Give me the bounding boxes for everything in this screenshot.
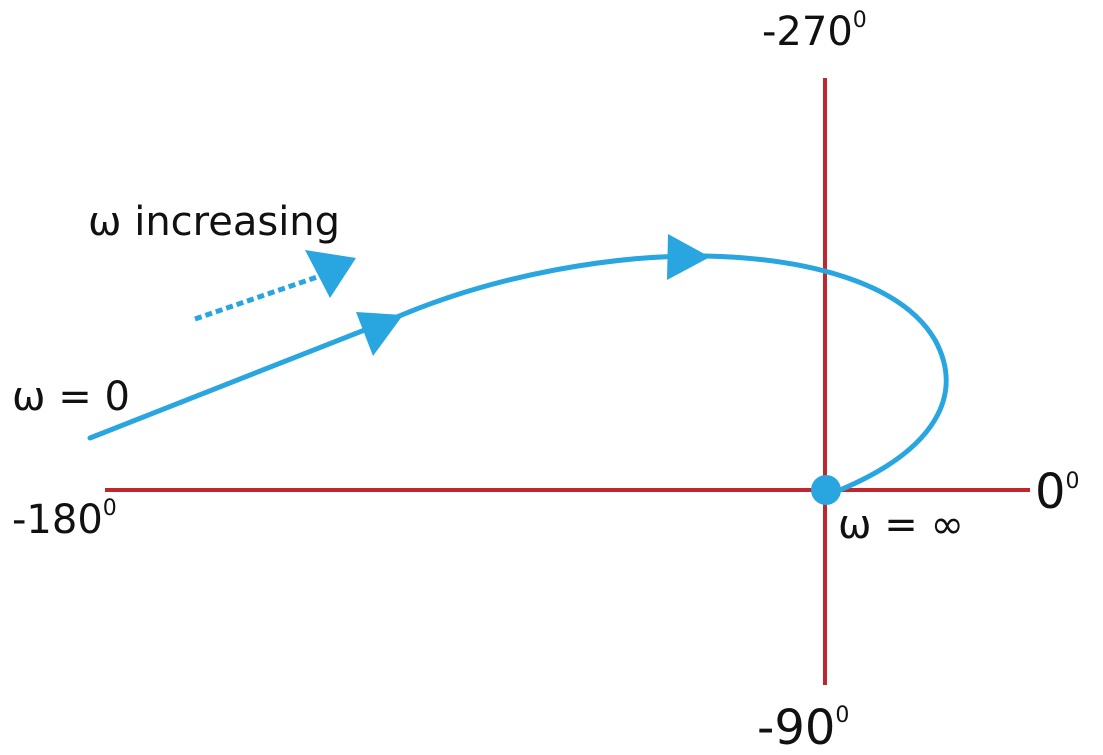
label-minus-270: -2700 xyxy=(762,8,867,55)
label-minus-180: -1800 xyxy=(12,496,117,543)
curve-arrowhead-lower xyxy=(356,312,403,356)
curve-arrowhead-upper xyxy=(667,234,710,280)
increasing-direction-arrowhead xyxy=(305,250,356,298)
omega-increasing-label: ω increasing xyxy=(88,199,340,245)
polar-plot-curve xyxy=(87,253,949,493)
label-0: 00 xyxy=(1035,464,1080,520)
omega-infinity-label: ω = ∞ xyxy=(838,502,964,548)
increasing-direction-arrow-shaft xyxy=(194,273,321,322)
label-minus-90: -900 xyxy=(757,700,849,755)
origin-endpoint-dot xyxy=(811,475,841,505)
omega-zero-label: ω = 0 xyxy=(12,374,130,420)
